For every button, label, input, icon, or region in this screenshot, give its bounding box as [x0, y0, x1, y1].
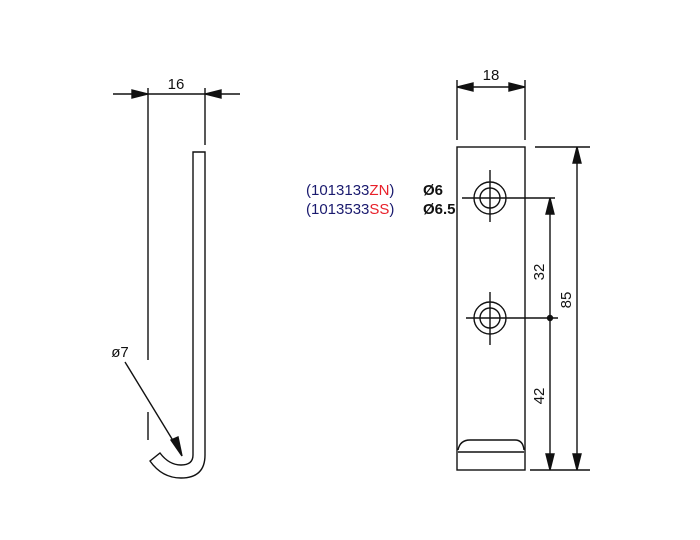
variant-suffix: ZN [369, 182, 390, 199]
variant-suffix: SS [369, 201, 390, 218]
variant-close: ) [389, 201, 395, 218]
bottom-hole-dimension: 42 [531, 388, 548, 405]
variant-code: (1013133 [306, 182, 370, 199]
wire-diameter-label: ø7 [111, 344, 129, 361]
front-view [456, 80, 590, 471]
front-width-dimension: 18 [483, 67, 500, 84]
variant-zn-label: (1013133ZN) Ø6 [306, 182, 443, 199]
hole-spacing-dimension: 32 [531, 264, 548, 281]
variant-close: ) [389, 182, 395, 199]
variant-ss-label: (1013533SS) Ø6.5 [306, 201, 456, 218]
side-width-dimension: 16 [168, 76, 185, 93]
hole-diameter: Ø6 [423, 182, 444, 199]
hole-diameter: Ø6.5 [423, 201, 456, 218]
side-view [113, 88, 240, 479]
overall-height-dimension: 85 [558, 292, 575, 309]
variant-code: (1013533 [306, 201, 370, 218]
